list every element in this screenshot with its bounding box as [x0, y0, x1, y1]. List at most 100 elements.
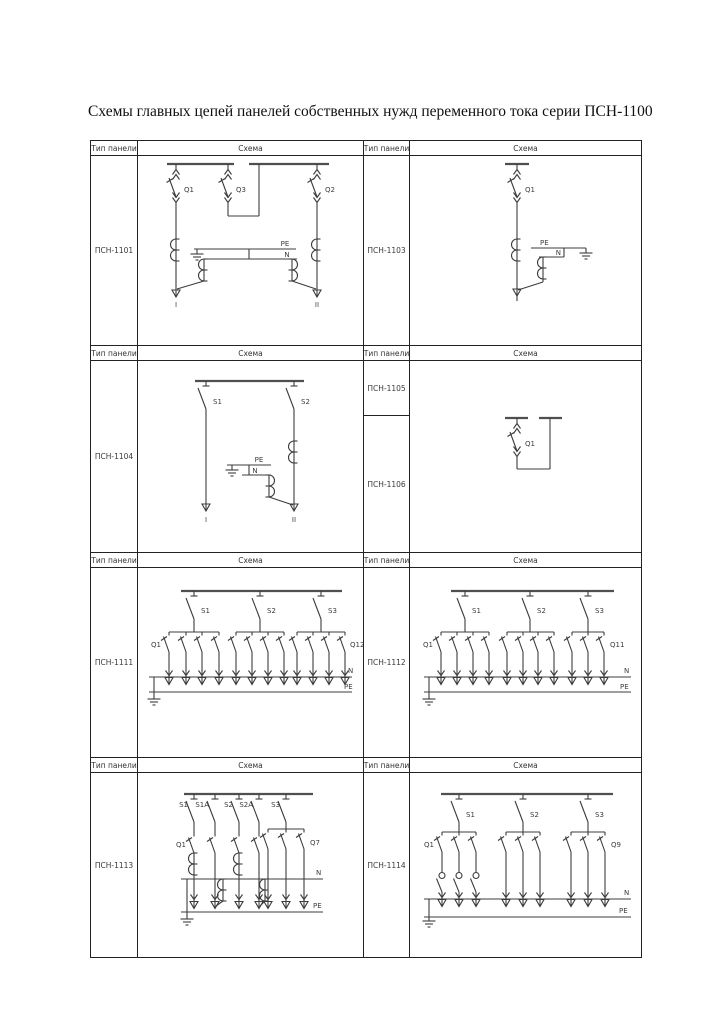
switch-icon — [285, 380, 299, 410]
panel-type-cells-psn1105-psn1106: ПСН-1105 ПСН-1106 — [364, 361, 410, 552]
switch-icon — [185, 590, 199, 620]
branch-breakers: Q1 Q7 — [176, 822, 320, 854]
label-n: N — [252, 467, 257, 475]
schematic-psn1111: S1 S2 S3 Q1 Q12 — [146, 589, 364, 706]
label-pe: PE — [281, 240, 290, 248]
label-s1: S1 — [472, 607, 481, 615]
label-q-first: Q1 — [424, 841, 434, 849]
label-n: N — [284, 251, 289, 259]
pe-n-buses: N PE — [179, 869, 323, 926]
header-panel-type: Тип панели — [364, 758, 410, 773]
pe-n-buses: PE N — [176, 240, 317, 290]
breaker-icon — [506, 417, 522, 463]
ct-icon — [197, 258, 209, 282]
breaker-icon — [506, 163, 522, 209]
panel-type-cell-psn1105: ПСН-1105 — [364, 361, 409, 416]
label-q-last: Q7 — [310, 839, 320, 847]
label-s1: S1 — [213, 398, 222, 406]
label-q3: Q3 — [236, 186, 246, 194]
pe-n-buses: N PE — [146, 667, 353, 706]
table-row-1: Тип панели Схема Тип панели Схема ПСН-11… — [91, 141, 641, 346]
breaker-icon — [306, 163, 322, 209]
schematic-cell-psn1111: S1 S2 S3 Q1 Q12 — [138, 568, 364, 757]
feeder-arrows — [189, 893, 309, 910]
label-q2: Q2 — [325, 186, 335, 194]
panel-type-cell-psn1112: ПСН-1112 — [364, 568, 410, 757]
header-panel-type: Тип панели — [364, 346, 410, 361]
schematic-psn1101: Q1 I Q3 Q2 — [165, 162, 335, 309]
switch-icon — [251, 590, 265, 620]
section-switches: S1 S2 S3 — [450, 793, 604, 832]
switch-icon — [312, 590, 326, 620]
schematic-cell-psn1103: Q1 PE N — [410, 156, 641, 345]
schematic-cell-psn1105-psn1106: Q1 — [410, 361, 641, 552]
label-s2: S2 — [530, 811, 539, 819]
schematic-psn1114: S1 S2 S3 Q1 Q9 — [421, 792, 631, 928]
ct-icon — [287, 258, 299, 282]
switch-icon — [579, 590, 593, 620]
feeder-s1: S1 I — [197, 380, 222, 524]
header-schema: Схема — [138, 141, 364, 156]
panel-type-cell-psn1106: ПСН-1106 — [367, 479, 406, 489]
label-s2: S2 — [224, 801, 233, 809]
schematic-cell-psn1104: S1 I S2 II PE — [138, 361, 364, 552]
branch-lines — [505, 852, 606, 906]
pe-n-buses: N PE — [421, 667, 631, 706]
branch-breakers: Q1 Q12 — [151, 631, 364, 653]
switch-icon — [521, 590, 535, 620]
schematic-psn1103: Q1 PE N — [505, 162, 594, 301]
contactor-icon — [469, 869, 480, 893]
contactor-icon — [435, 869, 446, 893]
schematic-cell-psn1112: S1 S2 S3 Q1 Q11 — [410, 568, 641, 757]
branch-lines — [440, 652, 605, 684]
panel-type-cell-psn1111: ПСН-1111 — [91, 568, 138, 757]
label-n: N — [556, 249, 561, 257]
label-s2: S2 — [267, 607, 276, 615]
header-panel-type: Тип панели — [364, 141, 410, 156]
label-s3: S3 — [595, 811, 604, 819]
schematics-table: Тип панели Схема Тип панели Схема ПСН-11… — [90, 140, 642, 958]
label-s1: S1 — [201, 607, 210, 615]
label-q-first: Q1 — [423, 641, 433, 649]
label-q-last: Q12 — [350, 641, 364, 649]
page-title: Схемы главных цепей панелей собственных … — [88, 103, 653, 120]
label-pe: PE — [619, 907, 628, 915]
label-pe: PE — [255, 456, 264, 464]
label-q-last: Q11 — [610, 641, 624, 649]
switch-icon — [450, 793, 464, 823]
pe-n-buses: PE N — [224, 456, 294, 506]
label-s3: S3 — [271, 801, 280, 809]
label-s2: S2 — [301, 398, 310, 406]
label-s3: S3 — [595, 607, 604, 615]
schematic-psn1113: S1 S1A S2 S2A S3 Q1 — [176, 792, 323, 926]
schematic-psn1105-psn1106: Q1 — [505, 416, 562, 470]
ground-icon — [179, 913, 195, 926]
label-q1: Q1 — [525, 186, 535, 194]
header-schema: Схема — [410, 553, 641, 568]
ct-icon — [232, 852, 244, 876]
ground-icon — [189, 248, 205, 261]
label-s2: S2 — [537, 607, 546, 615]
label-n: N — [624, 667, 629, 675]
section-switches: S1 S1A S2 S2A S3 — [179, 793, 291, 823]
label-n: N — [348, 667, 353, 675]
label-s2a: S2A — [239, 801, 253, 809]
section-switches: S1 S2 S3 — [456, 590, 604, 632]
ground-icon — [421, 915, 437, 928]
feeder-q1: Q1 I — [165, 163, 194, 309]
contactor-icon — [452, 869, 463, 893]
label-pe: PE — [620, 683, 629, 691]
tie-q3: Q3 — [217, 163, 260, 217]
header-panel-type: Тип панели — [91, 553, 138, 568]
panel-type-cell-psn1103: ПСН-1103 — [364, 156, 410, 345]
header-schema: Схема — [138, 346, 364, 361]
header-panel-type: Тип панели — [91, 346, 138, 361]
label-q-first: Q1 — [176, 841, 186, 849]
label-s1: S1 — [466, 811, 475, 819]
tie-q1: Q1 — [506, 417, 551, 470]
ct-icon — [287, 440, 299, 464]
breaker-icon — [165, 163, 181, 209]
switch-icon — [197, 380, 211, 410]
label-output-2: II — [292, 516, 296, 524]
